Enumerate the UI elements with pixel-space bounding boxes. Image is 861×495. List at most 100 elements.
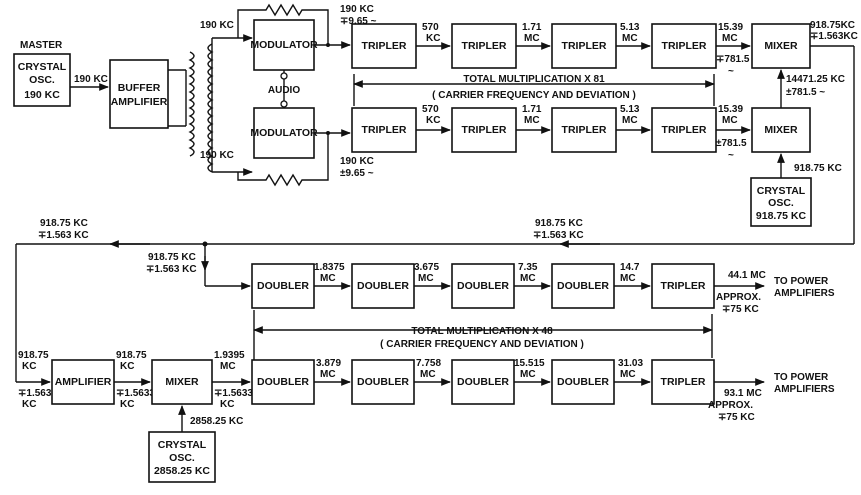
freq-label: 44.1 MC xyxy=(728,270,766,281)
tripler-chain-bottom: TRIPLER TRIPLER TRIPLER TRIPLER xyxy=(351,107,717,153)
buffer-amplifier: BUFFER AMPLIFIER xyxy=(109,59,169,129)
svg-text:DOUBLER: DOUBLER xyxy=(257,280,309,292)
carrier-deviation-note: ( CARRIER FREQUENCY AND DEVIATION ) xyxy=(432,90,636,101)
freq-label: 3.675 xyxy=(414,262,439,273)
svg-text:MIXER: MIXER xyxy=(764,40,798,52)
freq-label: MC xyxy=(520,369,536,380)
svg-text:DOUBLER: DOUBLER xyxy=(457,280,509,292)
mixer-top: MIXER xyxy=(751,23,811,69)
freq-label: 2858.25 KC xyxy=(190,416,243,427)
freq-label: KC xyxy=(22,361,36,372)
svg-text:AMPLIFIER: AMPLIFIER xyxy=(111,96,168,108)
dev-label: ∓75 KC xyxy=(722,304,759,315)
svg-text:DOUBLER: DOUBLER xyxy=(357,376,409,388)
freq-label: 14471.25 KC xyxy=(786,74,845,85)
freq-label: MC xyxy=(620,273,636,284)
mixer-bottom: MIXER xyxy=(751,107,811,153)
freq-label: 918.75 KC xyxy=(40,218,88,229)
svg-text:TRIPLER: TRIPLER xyxy=(462,124,507,136)
svg-text:DOUBLER: DOUBLER xyxy=(357,280,409,292)
crystal-osc-285825: CRYSTAL OSC. 2858.25 KC xyxy=(148,431,216,483)
svg-text:OSC.: OSC. xyxy=(768,197,794,209)
svg-text:CRYSTAL: CRYSTAL xyxy=(18,61,67,73)
freq-label: 7.35 xyxy=(518,262,538,273)
freq-label: 14.7 xyxy=(620,262,640,273)
freq-label: 15.39 xyxy=(718,104,743,115)
freq-label: MC xyxy=(524,115,540,126)
svg-text:TRIPLER: TRIPLER xyxy=(661,376,706,388)
freq-label: 918.75 xyxy=(18,350,49,361)
modulator-bottom: MODULATOR xyxy=(250,107,318,159)
freq-label: 918.75 KC xyxy=(535,218,583,229)
dev-label: ∓1.5633 xyxy=(18,388,57,399)
svg-text:DOUBLER: DOUBLER xyxy=(257,376,309,388)
svg-text:OSC.: OSC. xyxy=(169,452,195,464)
svg-text:TRIPLER: TRIPLER xyxy=(562,124,607,136)
freq-label: MC xyxy=(622,115,638,126)
svg-text:TRIPLER: TRIPLER xyxy=(462,40,507,52)
freq-label: 31.03 xyxy=(618,358,643,369)
svg-text:TRIPLER: TRIPLER xyxy=(661,280,706,292)
freq-label: MC xyxy=(622,33,638,44)
audio-label: AUDIO xyxy=(268,85,300,96)
dev-label: ~ xyxy=(728,150,734,161)
freq-label: 5.13 xyxy=(620,104,640,115)
freq-label: 190 KC xyxy=(340,4,374,15)
svg-text:TRIPLER: TRIPLER xyxy=(362,40,407,52)
output-label: TO POWER xyxy=(774,372,829,383)
freq-label: 15.515 xyxy=(514,358,545,369)
freq-label: 190 KC xyxy=(200,20,234,31)
svg-text:DOUBLER: DOUBLER xyxy=(557,376,609,388)
output-label: AMPLIFIERS xyxy=(774,288,835,299)
freq-label: 1.9395 xyxy=(214,350,245,361)
dev-label: ±781.5 ~ xyxy=(786,87,825,98)
svg-text:190 KC: 190 KC xyxy=(24,89,60,101)
freq-label: 918.75KC xyxy=(810,20,855,31)
dev-label: ∓1.563 KC xyxy=(533,230,584,241)
freq-label: MC xyxy=(520,273,536,284)
freq-label: 15.39 xyxy=(718,22,743,33)
dev-label: ±781.5 xyxy=(716,138,747,149)
freq-label: 570 xyxy=(422,104,439,115)
crystal-osc-91875: CRYSTAL OSC. 918.75 KC xyxy=(750,177,812,227)
output-label: AMPLIFIERS xyxy=(774,384,835,395)
svg-text:CRYSTAL: CRYSTAL xyxy=(757,185,806,197)
freq-label: KC xyxy=(426,33,440,44)
freq-label: MC xyxy=(722,33,738,44)
resistor-icon xyxy=(237,3,329,187)
svg-text:MIXER: MIXER xyxy=(764,124,798,136)
freq-label: 5.13 xyxy=(620,22,640,33)
svg-text:CRYSTAL: CRYSTAL xyxy=(158,439,207,451)
freq-label: 1.71 xyxy=(522,22,542,33)
dev-label: ∓9.65 ~ xyxy=(340,16,377,27)
dev-label: ∓1.563KC xyxy=(810,31,858,42)
tripler-chain-top: TRIPLER TRIPLER TRIPLER TRIPLER xyxy=(351,23,717,69)
svg-text:2858.25 KC: 2858.25 KC xyxy=(154,465,210,477)
mixer-bottom-row: MIXER xyxy=(151,359,213,405)
doubler-chain-bottom: DOUBLER DOUBLER DOUBLER DOUBLER TRIPLER xyxy=(251,359,715,405)
dev-label: ∓75 KC xyxy=(718,412,755,423)
svg-text:OSC.: OSC. xyxy=(29,74,55,86)
freq-label: 570 xyxy=(422,22,439,33)
carrier-deviation-note: ( CARRIER FREQUENCY AND DEVIATION ) xyxy=(380,339,584,350)
dev-label: ∓1.563 KC xyxy=(146,264,197,275)
dev-label: ∓1.5633 xyxy=(116,388,155,399)
amplifier: AMPLIFIER xyxy=(51,359,115,405)
modulator-top: MODULATOR xyxy=(250,19,318,71)
freq-label: 1.71 xyxy=(522,104,542,115)
svg-text:MIXER: MIXER xyxy=(165,376,199,388)
svg-text:TRIPLER: TRIPLER xyxy=(562,40,607,52)
svg-text:918.75 KC: 918.75 KC xyxy=(756,210,807,222)
svg-text:AMPLIFIER: AMPLIFIER xyxy=(55,376,112,388)
freq-label: MC xyxy=(620,369,636,380)
crystal-osc-190: CRYSTAL OSC. 190 KC xyxy=(13,53,71,107)
freq-label: MC xyxy=(524,33,540,44)
freq-label: 918.75 KC xyxy=(794,163,842,174)
svg-text:MODULATOR: MODULATOR xyxy=(250,39,318,51)
total-multiplication-81: TOTAL MULTIPLICATION X 81 xyxy=(463,74,605,85)
dev-label: KC xyxy=(22,399,36,410)
dev-label: ∓1.563 KC xyxy=(38,230,89,241)
approx-label: APPROX. xyxy=(708,400,753,411)
approx-label: APPROX. xyxy=(716,292,761,303)
freq-label: MC xyxy=(320,369,336,380)
